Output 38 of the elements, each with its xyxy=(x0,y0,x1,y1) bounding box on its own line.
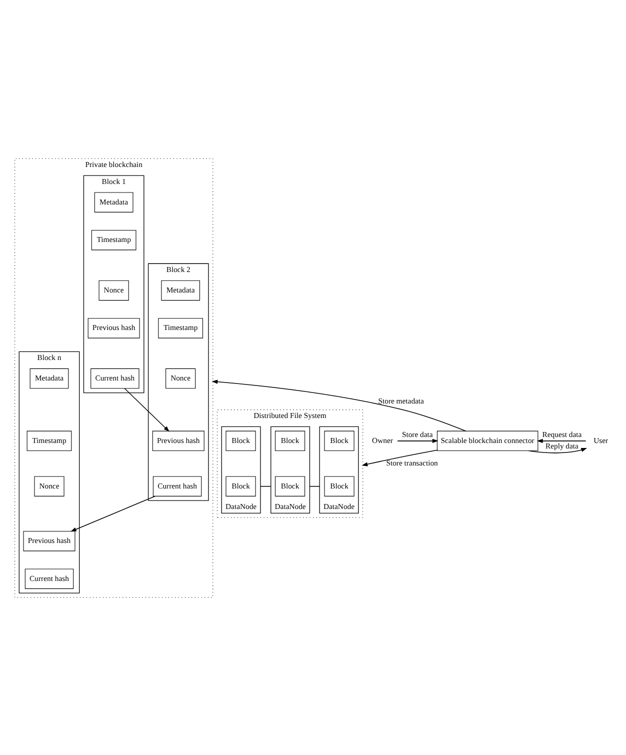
edge-label: Store transaction xyxy=(386,458,438,468)
node-box: Block xyxy=(274,430,306,451)
node-box: Scalable blockchain connector xyxy=(436,430,538,451)
connector xyxy=(260,485,272,486)
edge-label: Store data xyxy=(402,430,433,439)
node-box: Block xyxy=(226,476,256,496)
node-box: Previous hash xyxy=(152,430,204,451)
node-box: Nonce xyxy=(34,476,64,496)
node-box: Timestamp xyxy=(91,229,136,250)
node-text: User xyxy=(594,435,608,444)
node-box: Timestamp xyxy=(158,318,203,338)
node-box: Block xyxy=(324,430,354,451)
node-box: Current hash xyxy=(24,568,74,588)
node-box: Nonce xyxy=(98,280,129,300)
node-box: Metadata xyxy=(161,280,200,300)
node-box: Previous hash xyxy=(88,318,140,338)
node-text: Owner xyxy=(372,435,393,444)
node-box: Current hash xyxy=(152,476,202,496)
node-box: Block xyxy=(274,476,306,496)
arrow xyxy=(212,379,466,431)
arrow xyxy=(528,448,588,453)
arrow xyxy=(70,495,156,532)
edge-label: Store metadata xyxy=(378,396,424,405)
edge-label: Reply data xyxy=(546,441,578,450)
node-box: Previous hash xyxy=(23,530,76,551)
node-box: Metadata xyxy=(94,192,134,212)
node-box: Nonce xyxy=(166,368,196,388)
node-box: Current hash xyxy=(90,368,140,388)
connector xyxy=(309,485,320,486)
arrow xyxy=(124,388,170,432)
node-box: Block xyxy=(226,430,256,451)
node-box: Metadata xyxy=(30,368,69,388)
node-box: Block xyxy=(324,476,354,496)
arrow xyxy=(536,438,586,442)
edge-label: Request data xyxy=(542,430,582,439)
arrow xyxy=(397,438,438,442)
arrow xyxy=(362,449,438,466)
node-box: Timestamp xyxy=(26,430,72,451)
